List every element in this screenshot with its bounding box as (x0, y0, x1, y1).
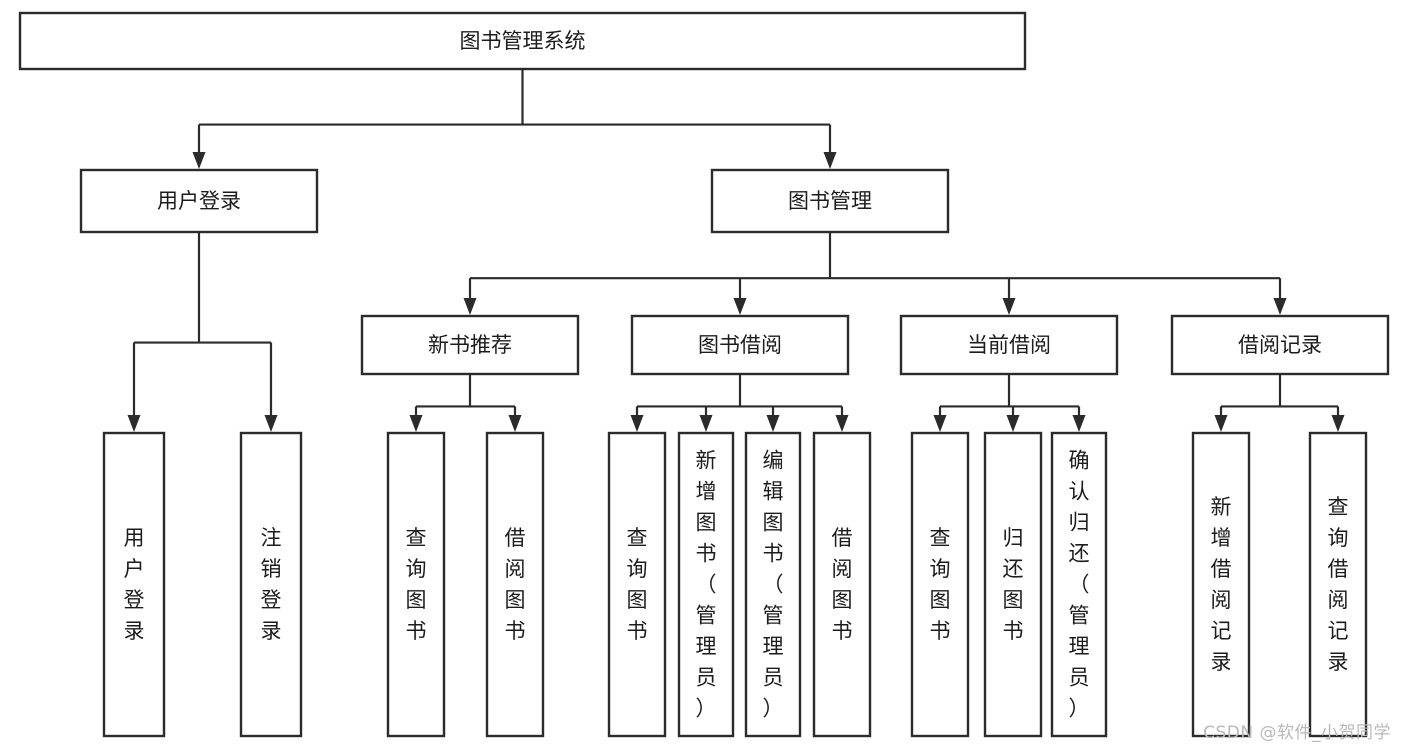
arrow-head-leaf-add-book (699, 415, 713, 432)
node-label-root: 图书管理系统 (460, 29, 586, 53)
node-box-leaf-add-record (1191, 431, 1251, 738)
node-box-leaf-confirm-return (1050, 431, 1108, 738)
connector-layer (127, 69, 1345, 432)
node-box-borrow-record (1170, 314, 1390, 376)
node-label-leaf-return-book: 归还图书 (1003, 526, 1024, 643)
node-label-leaf-borrow-book-2: 借阅图书 (832, 526, 853, 643)
arrow-head-leaf-confirm-return (1072, 415, 1086, 432)
node-leaf-query-book-1[interactable]: 查询图书 (386, 431, 446, 738)
arrow-head-book-borrow (733, 298, 747, 315)
node-borrow-record[interactable]: 借阅记录 (1170, 314, 1390, 376)
arrow-head-leaf-query-book-2 (630, 415, 644, 432)
node-label-leaf-query-book-3: 查询图书 (930, 526, 951, 643)
node-label-borrow-record: 借阅记录 (1238, 333, 1322, 357)
arrow-head-leaf-borrow-book-2 (835, 415, 849, 432)
node-leaf-borrow-book-2[interactable]: 借阅图书 (812, 431, 872, 738)
node-label-book-manage: 图书管理 (788, 189, 872, 213)
node-box-leaf-query-record (1308, 431, 1368, 738)
arrow-head-borrow-record (1273, 298, 1287, 315)
node-label-leaf-logout: 注销登录 (261, 526, 282, 643)
node-leaf-return-book[interactable]: 归还图书 (983, 431, 1043, 738)
node-label-leaf-query-book-2: 查询图书 (627, 526, 648, 643)
arrow-head-leaf-add-record (1214, 415, 1228, 432)
node-label-leaf-edit-book: 编辑图书（管理员） (763, 448, 784, 720)
node-leaf-edit-book[interactable]: 编辑图书（管理员） (744, 431, 802, 738)
node-box-book-borrow (630, 314, 850, 376)
node-box-leaf-borrow-book-1 (485, 431, 545, 738)
arrow-head-leaf-return-book (1006, 415, 1020, 432)
node-leaf-query-book-3[interactable]: 查询图书 (910, 431, 970, 738)
node-label-leaf-add-book: 新增图书（管理员） (696, 448, 717, 720)
node-leaf-query-record[interactable]: 查询借阅记录 (1308, 431, 1368, 738)
node-new-book-rec[interactable]: 新书推荐 (360, 314, 580, 376)
node-box-user-login (79, 168, 319, 234)
arrow-head-leaf-logout (264, 415, 278, 432)
node-box-root (18, 11, 1027, 71)
arrow-head-book-manage (823, 152, 837, 169)
node-label-book-borrow: 图书借阅 (698, 333, 782, 357)
node-leaf-borrow-book-1[interactable]: 借阅图书 (485, 431, 545, 738)
node-box-leaf-logout (239, 431, 303, 738)
node-book-borrow[interactable]: 图书借阅 (630, 314, 850, 376)
node-box-leaf-add-book (677, 431, 735, 738)
node-label-leaf-add-record: 新增借阅记录 (1211, 495, 1232, 674)
arrow-head-current-borrow (1002, 298, 1016, 315)
arrow-head-leaf-user-login (127, 415, 141, 432)
node-label-leaf-user-login: 用户登录 (124, 526, 145, 643)
node-box-new-book-rec (360, 314, 580, 376)
node-label-leaf-confirm-return: 确认归还（管理员） (1069, 448, 1090, 720)
arrow-head-user-login (192, 152, 206, 169)
node-current-borrow[interactable]: 当前借阅 (899, 314, 1119, 376)
node-box-leaf-return-book (983, 431, 1043, 738)
node-label-leaf-borrow-book-1: 借阅图书 (505, 526, 526, 643)
node-leaf-user-login[interactable]: 用户登录 (102, 431, 166, 738)
csdn-watermark: CSDN @软件_小贺同学 (1203, 723, 1391, 743)
node-box-leaf-query-book-1 (386, 431, 446, 738)
node-leaf-query-book-2[interactable]: 查询图书 (607, 431, 667, 738)
node-label-user-login: 用户登录 (157, 189, 241, 213)
node-box-current-borrow (899, 314, 1119, 376)
arrow-head-leaf-edit-book (766, 415, 780, 432)
arrow-head-new-book-rec (463, 298, 477, 315)
node-root[interactable]: 图书管理系统 (18, 11, 1027, 71)
node-label-new-book-rec: 新书推荐 (428, 333, 512, 357)
node-leaf-add-record[interactable]: 新增借阅记录 (1191, 431, 1251, 738)
node-leaf-logout[interactable]: 注销登录 (239, 431, 303, 738)
node-box-leaf-query-book-2 (607, 431, 667, 738)
node-box-leaf-user-login (102, 431, 166, 738)
node-leaf-confirm-return[interactable]: 确认归还（管理员） (1050, 431, 1108, 738)
arrow-head-leaf-query-record (1331, 415, 1345, 432)
node-label-leaf-query-book-1: 查询图书 (406, 526, 427, 643)
node-label-leaf-query-record: 查询借阅记录 (1328, 495, 1349, 674)
arrow-head-leaf-borrow-book-1 (508, 415, 522, 432)
node-box-book-manage (710, 168, 950, 234)
node-user-login[interactable]: 用户登录 (79, 168, 319, 234)
node-book-manage[interactable]: 图书管理 (710, 168, 950, 234)
arrow-head-leaf-query-book-3 (933, 415, 947, 432)
node-leaf-add-book[interactable]: 新增图书（管理员） (677, 431, 735, 738)
node-box-leaf-edit-book (744, 431, 802, 738)
node-layer: 图书管理系统用户登录图书管理新书推荐图书借阅当前借阅借阅记录用户登录注销登录查询… (18, 11, 1390, 738)
node-label-current-borrow: 当前借阅 (967, 333, 1051, 357)
node-box-leaf-query-book-3 (910, 431, 970, 738)
node-box-leaf-borrow-book-2 (812, 431, 872, 738)
arrow-head-leaf-query-book-1 (409, 415, 423, 432)
